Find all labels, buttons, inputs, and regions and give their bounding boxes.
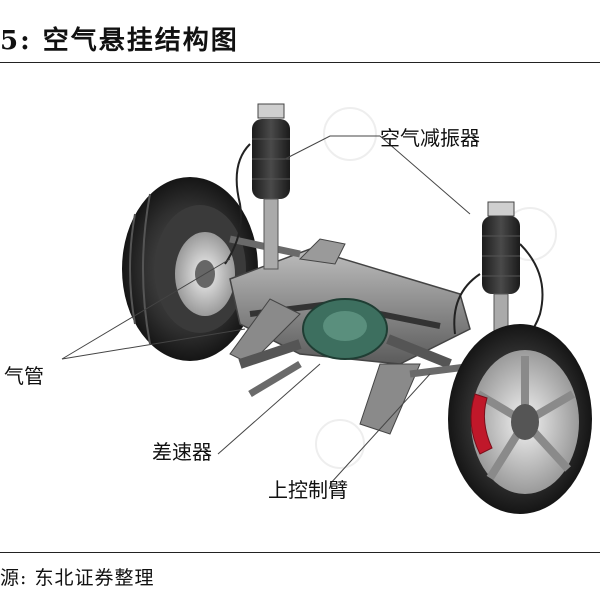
left-air-shock [224, 103, 290, 270]
callout-air-tube: 气管 [4, 364, 44, 388]
watermark [315, 107, 557, 469]
callout-leader-lines [61, 135, 471, 485]
air-suspension-illustration: 空气减振器 气管 差速器 上控制臂 [0, 64, 600, 550]
figure-title-bar: 5: 空气悬挂结构图 [0, 0, 600, 62]
callout-air-shock: 空气减振器 [380, 126, 480, 150]
source-note: 源: 东北证券整理 [0, 567, 155, 589]
callout-differential: 差速器 [152, 440, 212, 464]
callout-upper-control-arm: 上控制臂 [268, 478, 348, 502]
differential [238, 298, 452, 369]
source-divider [0, 552, 600, 553]
right-wheel [448, 324, 592, 514]
right-air-shock [453, 201, 544, 355]
title-divider [0, 62, 600, 63]
suspension-drawing [61, 103, 592, 514]
left-wheel [122, 177, 258, 361]
figure-title: 5: 空气悬挂结构图 [0, 26, 239, 56]
